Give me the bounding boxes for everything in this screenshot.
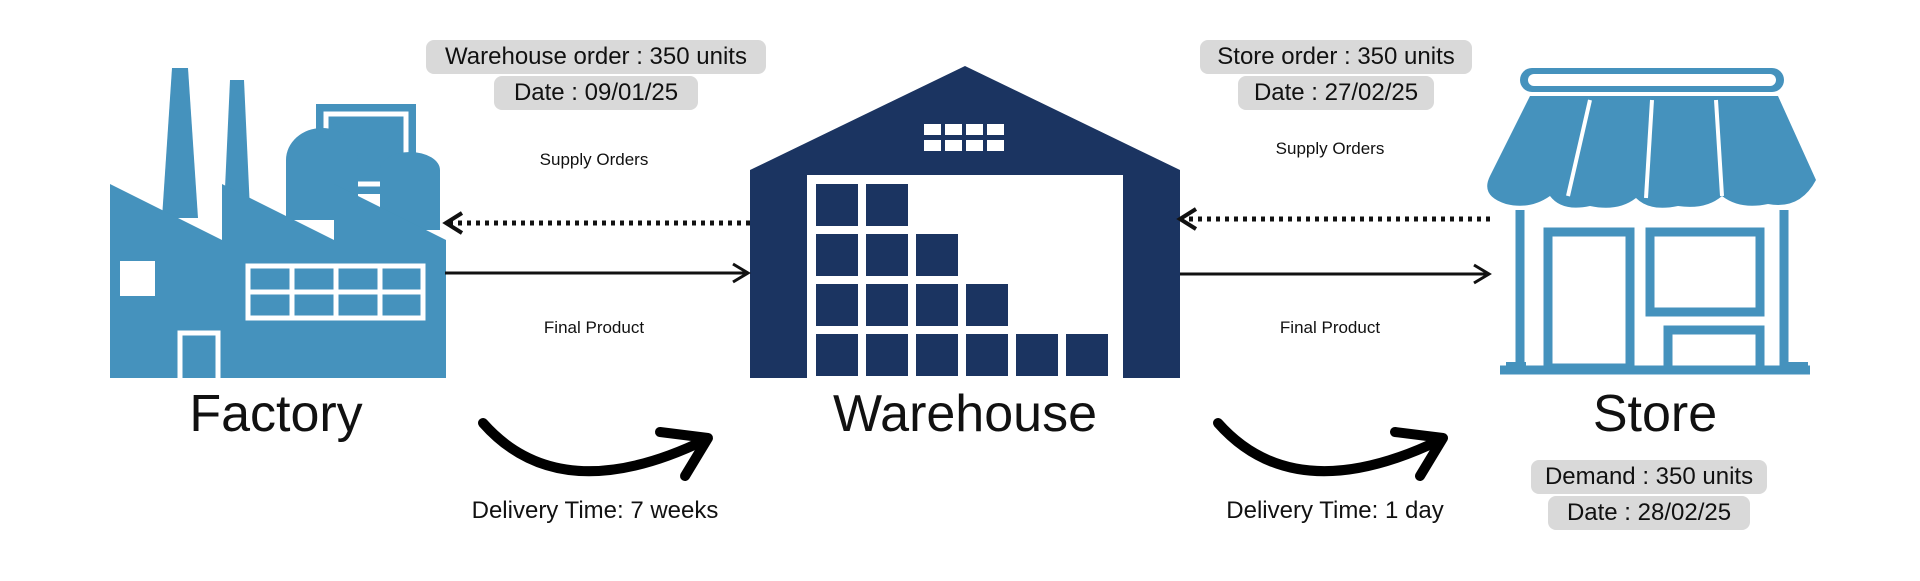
warehouse-icon <box>750 66 1180 378</box>
warehouse-order-note-line2: Date : 09/01/25 <box>494 76 698 110</box>
warehouse-order-note-line1: Warehouse order : 350 units <box>426 40 766 74</box>
left-supply-orders-label: Supply Orders <box>539 150 649 169</box>
factory-label: Factory <box>189 385 363 443</box>
store-order-note-line2: Date : 27/02/25 <box>1238 76 1434 110</box>
store-label: Store <box>1592 385 1718 443</box>
right-supply-order-arrow <box>1176 207 1490 231</box>
warehouse-label: Warehouse <box>833 385 1097 443</box>
right-final-product-label: Final Product <box>1279 318 1381 337</box>
left-delivery-time-label: Delivery Time: 7 weeks <box>471 497 719 524</box>
demand-note-line2: Date : 28/02/25 <box>1548 496 1750 530</box>
left-final-product-arrow <box>445 262 751 284</box>
factory-icon <box>110 68 446 378</box>
store-order-note-line1: Store order : 350 units <box>1200 40 1472 74</box>
left-delivery-curve-arrow <box>478 418 713 481</box>
right-delivery-curve-arrow <box>1213 418 1448 481</box>
right-delivery-time-label: Delivery Time: 1 day <box>1226 497 1444 524</box>
left-supply-order-arrow <box>442 211 750 235</box>
left-final-product-label: Final Product <box>543 318 645 337</box>
right-supply-orders-label: Supply Orders <box>1275 139 1385 158</box>
right-final-product-arrow <box>1180 263 1492 285</box>
demand-note-line1: Demand : 350 units <box>1531 460 1767 494</box>
store-icon <box>1487 68 1816 375</box>
